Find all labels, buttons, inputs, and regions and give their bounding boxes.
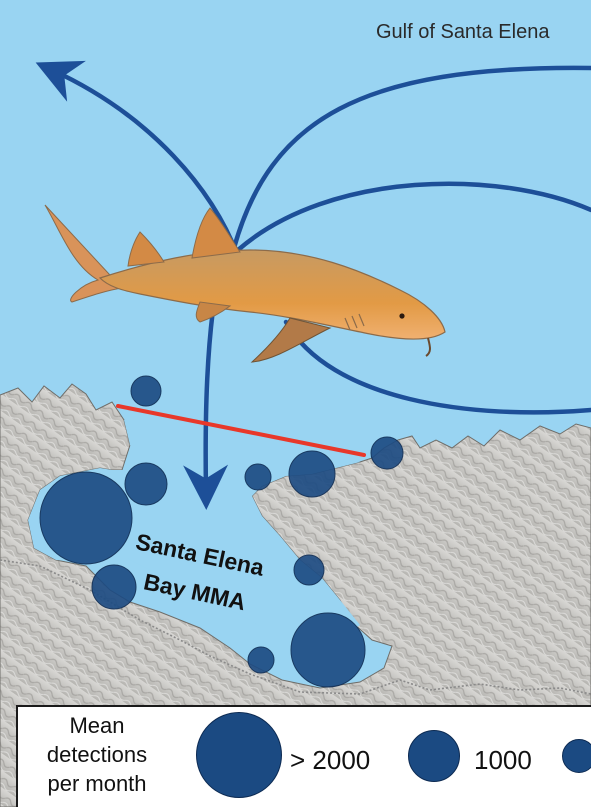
detection-dot bbox=[244, 463, 272, 491]
detection-dot bbox=[91, 564, 137, 610]
detection-dot bbox=[370, 436, 404, 470]
arrow-loop-upper bbox=[231, 65, 591, 251]
road-line bbox=[0, 559, 591, 695]
nurse-shark-illustration bbox=[44, 204, 446, 363]
detection-dot bbox=[130, 375, 162, 407]
detection-dot bbox=[124, 462, 168, 506]
movement-arrows bbox=[35, 60, 591, 510]
legend-dot-medium bbox=[408, 730, 460, 782]
legend-label-large: > 2000 bbox=[290, 745, 371, 775]
legend-title-line: Mean bbox=[69, 713, 125, 738]
gulf-label: Gulf of Santa Elena bbox=[376, 21, 550, 43]
bay-water bbox=[110, 420, 360, 648]
legend-box: Mean detections per month > 2000 1000 bbox=[16, 705, 591, 807]
detection-dot bbox=[247, 646, 275, 674]
legend-title-line: detections bbox=[46, 742, 148, 767]
detection-dot bbox=[290, 612, 366, 688]
legend-dot-large bbox=[196, 712, 282, 798]
land-mass bbox=[0, 383, 591, 807]
detection-dot bbox=[39, 471, 133, 565]
detection-dot bbox=[288, 450, 336, 498]
mma-boundary-line bbox=[116, 404, 366, 457]
legend-label-medium: 1000 bbox=[474, 745, 532, 775]
arrow-loop-middle bbox=[235, 181, 591, 253]
arrow-loop-lower bbox=[283, 319, 591, 415]
legend-title: Mean detections per month bbox=[22, 711, 172, 798]
legend-title-line: per month bbox=[47, 771, 147, 796]
detection-dot bbox=[293, 554, 325, 586]
legend-dot-small bbox=[562, 739, 591, 773]
detection-dots bbox=[39, 375, 404, 688]
